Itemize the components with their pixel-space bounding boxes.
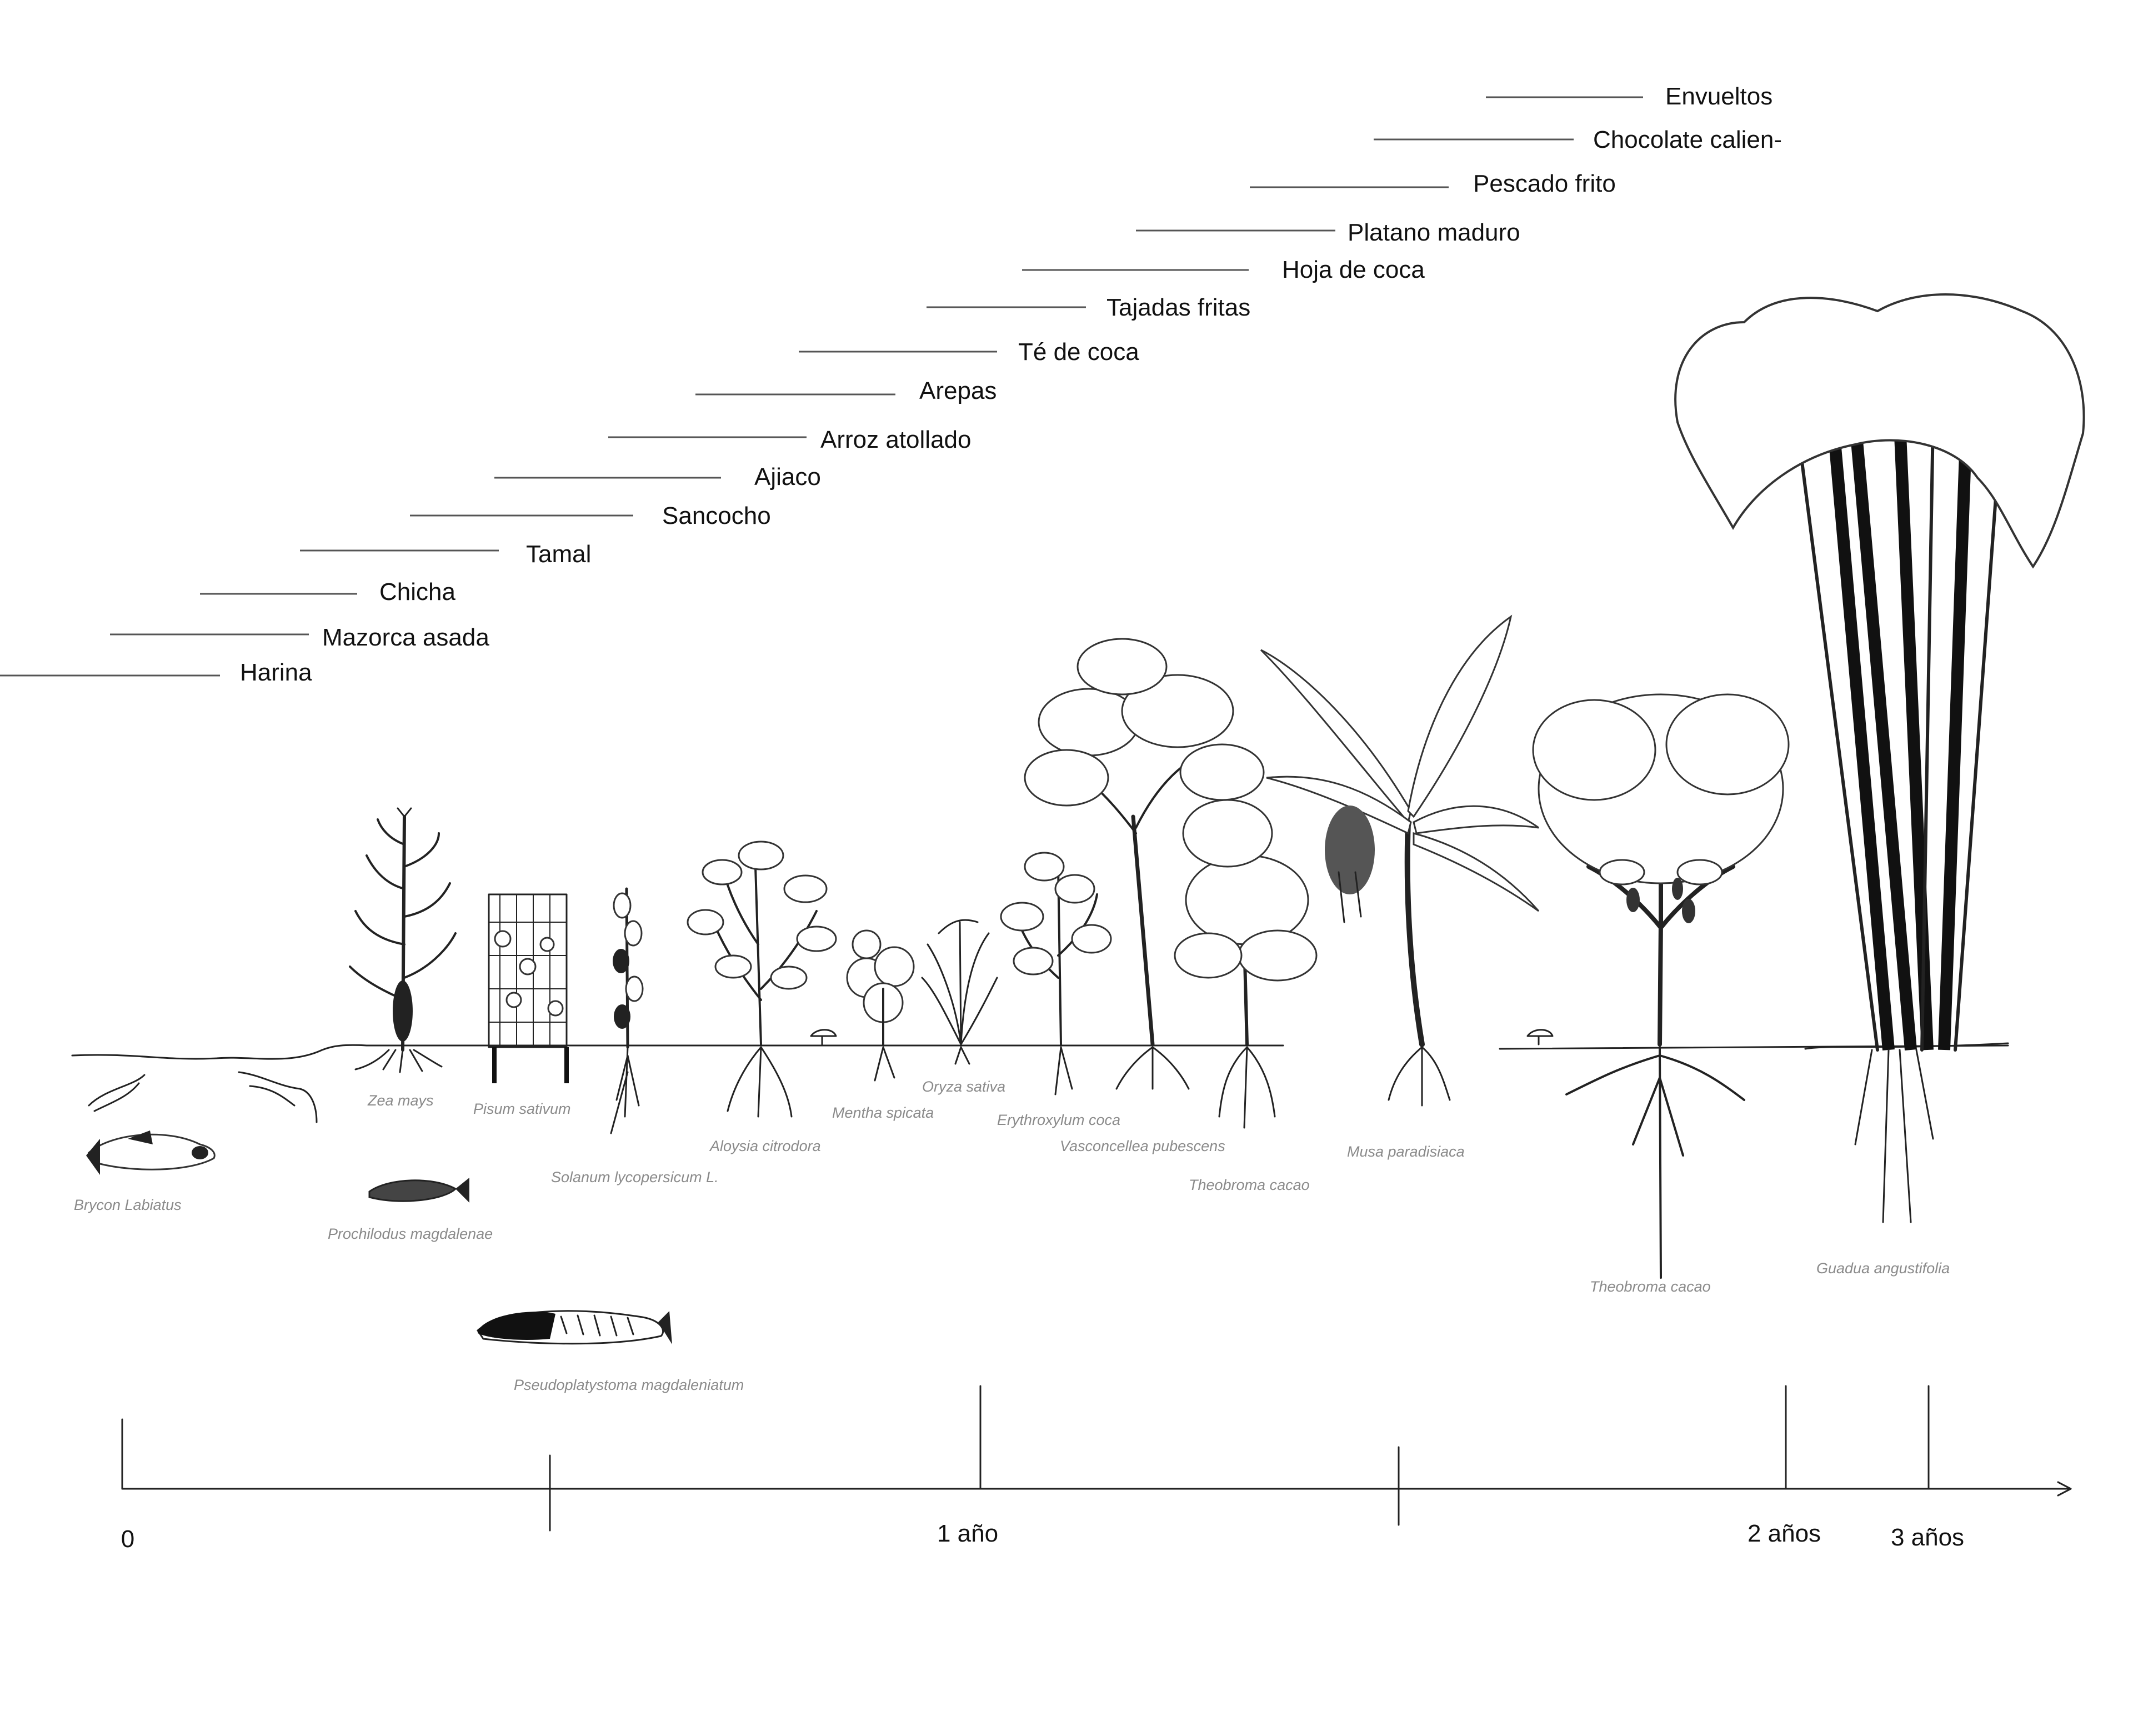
species-label: Aloysia citrodora <box>709 1138 821 1154</box>
food-label-chicha: Chicha <box>200 578 455 606</box>
mushroom-icon <box>810 1029 1554 1045</box>
food-label-text: Envueltos <box>1665 83 1773 110</box>
food-label-arepas: Arepas <box>695 377 997 404</box>
species-label: Prochilodus magdalenae <box>328 1225 493 1242</box>
species-label: Zea mays <box>367 1092 434 1109</box>
food-label-pescado: Pescado frito <box>1250 170 1616 197</box>
fish-pseudoplatystoma: Pseudoplatystoma magdaleniatum <box>477 1310 744 1393</box>
species-label: Guadua angustifolia <box>1816 1260 1950 1277</box>
food-label-tajadas: Tajadas fritas <box>927 294 1250 321</box>
plant-aloysia: Aloysia citrodora <box>687 841 837 1154</box>
food-label-ajiaco: Ajiaco <box>494 463 821 491</box>
plant-mentha: Mentha spicata <box>832 929 934 1121</box>
plant-theobroma-mature: Theobroma cacao <box>1532 693 1790 1295</box>
food-label-text: Harina <box>240 659 312 686</box>
food-label-chocolate: Chocolate calien- <box>1374 126 1782 153</box>
ground <box>71 1042 2009 1123</box>
plant-oryza: Oryza sativa <box>921 919 1005 1095</box>
tick-label-two-years: 2 años <box>1748 1520 1821 1547</box>
plant-musa: Musa paradisiaca <box>1260 614 1540 1160</box>
food-label-text: Arepas <box>919 377 997 404</box>
food-label-hoja-coca: Hoja de coca <box>1022 256 1425 283</box>
food-label-mazorca: Mazorca asada <box>110 624 489 651</box>
timeline-axis: 0 1 año 2 años 3 años <box>121 1385 2072 1553</box>
species-label: Oryza sativa <box>922 1078 1005 1095</box>
food-label-arroz: Arroz atollado <box>608 426 971 453</box>
plant-guadua: Guadua angustifolia <box>1674 293 2085 1277</box>
tick-label-one-year: 1 año <box>937 1520 998 1547</box>
food-label-envueltos: Envueltos <box>1486 83 1773 110</box>
tick-label-three-years: 3 años <box>1891 1524 1964 1551</box>
food-label-text: Pescado frito <box>1473 170 1616 197</box>
plant-theobroma-young: Theobroma cacao <box>1174 799 1318 1193</box>
plant-erythroxylum: Erythroxylum coca <box>997 852 1120 1128</box>
species-label: Erythroxylum coca <box>997 1112 1120 1128</box>
tick-label-start: 0 <box>121 1525 134 1553</box>
food-label-text: Mazorca asada <box>322 624 489 651</box>
food-label-text: Arroz atollado <box>820 426 971 453</box>
species-label: Vasconcellea pubescens <box>1060 1138 1225 1154</box>
food-label-text: Chicha <box>379 578 455 606</box>
food-label-text: Platano maduro <box>1348 219 1520 246</box>
species-label: Pisum sativum <box>473 1100 571 1117</box>
food-label-text: Tajadas fritas <box>1106 294 1250 321</box>
food-label-text: Sancocho <box>662 502 771 529</box>
food-label-platano: Platano maduro <box>1136 219 1520 246</box>
food-label-text: Hoja de coca <box>1282 256 1425 283</box>
plant-pisum-sativum: Pisum sativum <box>473 893 571 1117</box>
food-label-text: Ajiaco <box>754 463 821 491</box>
species-label: Solanum lycopersicum L. <box>551 1169 719 1185</box>
food-label-text: Té de coca <box>1018 338 1139 366</box>
plant-vasconcellea: Vasconcellea pubescens <box>1024 638 1265 1154</box>
plant-solanum: Solanum lycopersicum L. <box>551 887 719 1185</box>
food-label-sancocho: Sancocho <box>410 502 771 529</box>
species-label: Theobroma cacao <box>1590 1278 1711 1295</box>
food-labels: Envueltos Chocolate calien- Pescado frit… <box>0 83 1782 686</box>
species-label: Pseudoplatystoma magdaleniatum <box>514 1377 744 1393</box>
food-label-tamal: Tamal <box>300 541 591 568</box>
species-label: Mentha spicata <box>832 1104 934 1121</box>
food-label-text: Tamal <box>526 541 591 568</box>
food-label-harina: Harina <box>0 659 312 686</box>
fish-brycon: Brycon Labiatus <box>74 1130 216 1213</box>
plant-zea-mays: Zea mays <box>349 807 457 1109</box>
fish-prochilodus: Prochilodus magdalenae <box>328 1178 493 1242</box>
food-label-te-coca: Té de coca <box>799 338 1139 366</box>
species-label: Brycon Labiatus <box>74 1197 182 1213</box>
species-label: Musa paradisiaca <box>1347 1143 1465 1160</box>
food-label-text: Chocolate calien- <box>1593 126 1782 153</box>
species-label: Theobroma cacao <box>1189 1177 1310 1193</box>
